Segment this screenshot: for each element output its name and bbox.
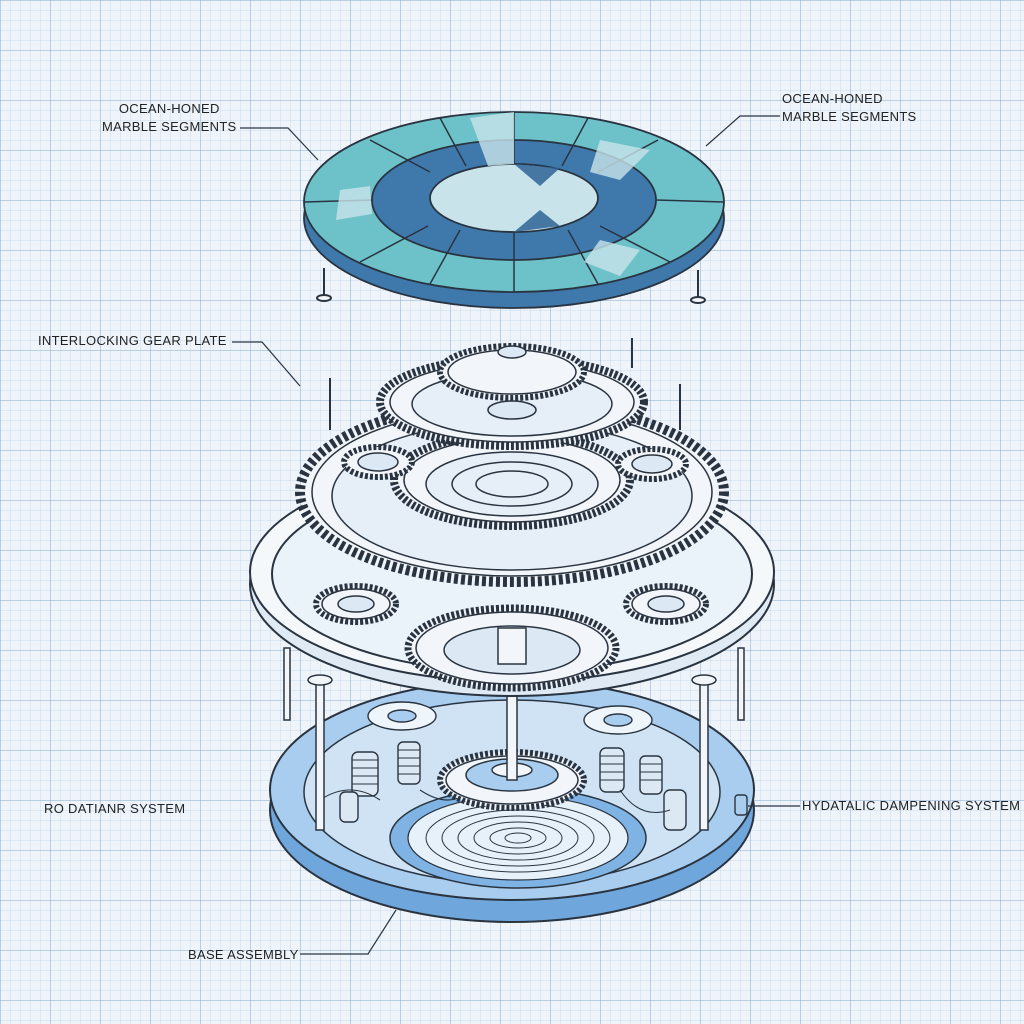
label-gear-plate: INTERLOCKING GEAR PLATE	[38, 333, 227, 348]
label-line: MARBLE SEGMENTS	[782, 109, 917, 124]
interlocking-gear-plate	[295, 397, 729, 587]
marble-segment-disc	[303, 111, 725, 309]
alignment-pins	[316, 268, 706, 430]
support-posts	[283, 647, 745, 831]
spiral-spring	[425, 803, 611, 873]
label-base-assembly: BASE ASSEMBLY	[188, 947, 299, 962]
label-line: OCEAN-HONED	[782, 91, 883, 106]
upper-gear-stack	[376, 343, 648, 450]
leader-lines	[232, 115, 800, 955]
label-marble-segments-left: OCEAN-HONED MARBLE SEGMENTS	[102, 100, 237, 136]
label-marble-segments-right: OCEAN-HONED MARBLE SEGMENTS	[782, 90, 917, 126]
label-line: MARBLE SEGMENTS	[102, 119, 237, 134]
label-line: OCEAN-HONED	[118, 101, 220, 116]
label-dampening-system: HYDATALIC DAMPENING SYSTEM	[802, 798, 1021, 813]
label-rotation-system: RO DATIANR SYSTEM	[44, 801, 186, 816]
dampening-mechanism	[319, 701, 748, 831]
mid-gears	[313, 583, 709, 692]
